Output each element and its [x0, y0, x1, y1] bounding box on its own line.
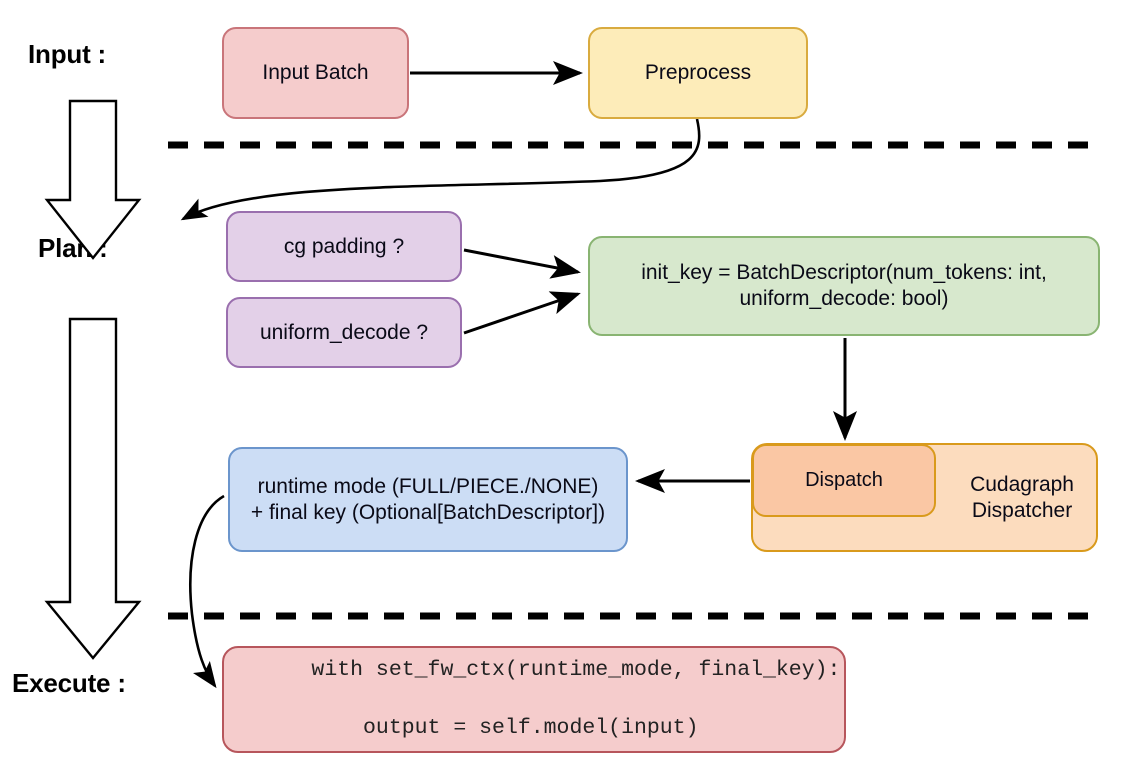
edge-uniform-decode-to-init-key [463, 291, 581, 335]
node-input-batch[interactable]: Input Batch [222, 27, 409, 119]
node-uniform-decode-label: uniform_decode ? [259, 320, 429, 344]
node-cg-padding-label: cg padding ? [283, 234, 405, 258]
edge-cg-padding-to-init-key [463, 248, 581, 279]
node-runtime-mode-line1: runtime mode (FULL/PIECE./NONE) [257, 474, 599, 498]
node-uniform-decode[interactable]: uniform_decode ? [226, 297, 462, 368]
node-cudagraph-dispatcher-line1: Cudagraph [970, 472, 1074, 496]
node-execute-code[interactable]: with set_fw_ctx(runtime_mode, final_key)… [222, 646, 846, 753]
node-dispatch-label: Dispatch [805, 469, 883, 492]
node-init-key-line2: uniform_decode: bool) [739, 287, 949, 310]
node-execute-code-line2: output = self.model(input) [311, 716, 699, 741]
node-cudagraph-dispatcher-line2: Dispatcher [971, 498, 1073, 522]
node-execute-code-line1: with set_fw_ctx(runtime_mode, final_key)… [311, 657, 841, 682]
stage-label-execute: Execute : [12, 668, 126, 698]
node-preprocess-label: Preprocess [644, 61, 752, 85]
node-input-batch-label: Input Batch [262, 61, 369, 85]
node-dispatch[interactable]: Dispatch [752, 444, 936, 517]
node-cg-padding[interactable]: cg padding ? [226, 211, 462, 282]
node-init-key-line1: init_key = BatchDescriptor(num_tokens: i… [641, 261, 1047, 285]
node-runtime-mode[interactable]: runtime mode (FULL/PIECE./NONE) + final … [228, 447, 628, 552]
node-runtime-mode-line2: + final key (Optional[BatchDescriptor]) [250, 500, 606, 524]
edge-runtime-mode-to-execute-code [189, 494, 225, 689]
node-init-key[interactable]: init_key = BatchDescriptor(num_tokens: i… [588, 236, 1100, 336]
edge-preprocess-to-cg-padding [180, 118, 701, 221]
stage-label-plan: Plan : [38, 233, 108, 263]
stage-label-input: Input : [28, 39, 107, 69]
plan-to-execute-arrow [44, 317, 142, 660]
node-preprocess[interactable]: Preprocess [588, 27, 808, 119]
